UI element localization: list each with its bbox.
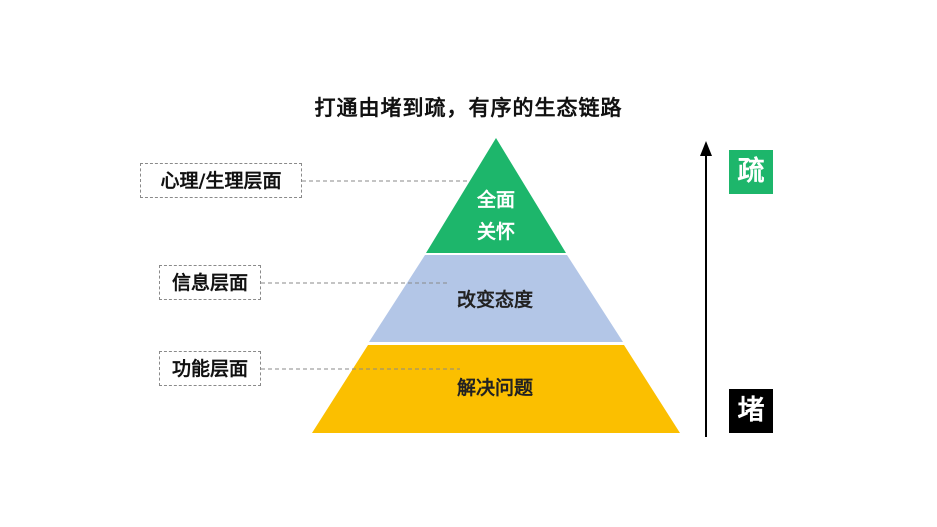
side-label-function: 功能层面: [159, 351, 261, 386]
side-label-information: 信息层面: [159, 265, 261, 300]
pyramid-level-bottom: [312, 345, 680, 433]
pyramid-top-line2: 关怀: [476, 221, 515, 243]
pyramid-top-line1: 全面: [476, 189, 515, 211]
pyramid-bottom-text: 解决问题: [456, 377, 533, 399]
badge-du: 堵: [729, 389, 773, 433]
pyramid-level-top: [426, 138, 566, 253]
pyramid-level-middle: [369, 255, 623, 342]
badge-shu: 疏: [729, 150, 773, 194]
pyramid-top-text: 全面 关怀: [446, 184, 546, 248]
pyramid-middle-text: 改变态度: [456, 289, 533, 311]
diagram-title: 打通由堵到疏，有序的生态链路: [314, 96, 623, 120]
side-label-psych-physio: 心理/生理层面: [140, 163, 302, 198]
arrow-up-icon: [700, 141, 712, 156]
